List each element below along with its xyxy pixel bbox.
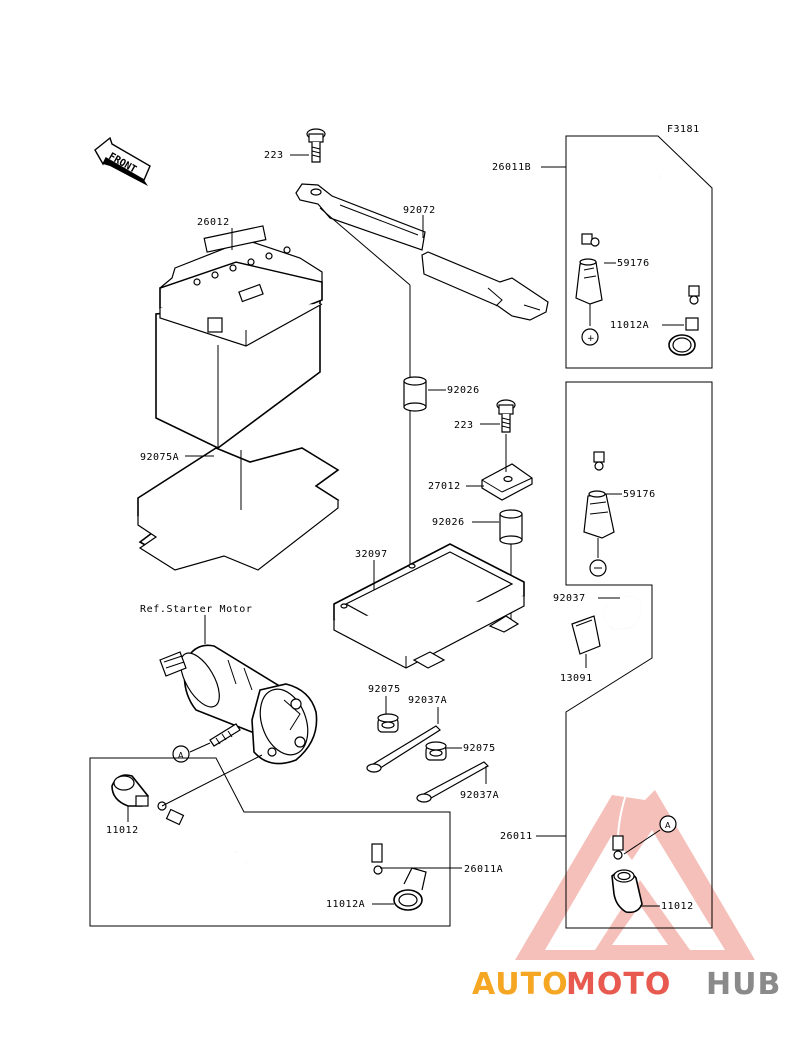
battery-case-32097 — [333, 543, 525, 669]
terminal-cover-59176-top — [575, 258, 603, 305]
battery-lead-26011B — [581, 144, 700, 305]
lead-box-bottom — [89, 757, 451, 927]
band-92037A-a — [366, 725, 441, 773]
band-92037A-b — [416, 761, 489, 803]
pad-13091 — [571, 615, 601, 655]
callout-a-right: A — [623, 815, 677, 855]
watermark-auto: AUTO — [472, 967, 569, 1002]
starter-motor — [159, 644, 318, 765]
label-grommet-a: 92075 — [368, 684, 401, 695]
label-spacer-a: 92026 — [447, 385, 480, 396]
battery-lead-26011A — [157, 801, 383, 879]
label-cap-bottom: 11012A — [326, 899, 365, 910]
callout-a-left: A — [172, 745, 190, 763]
callout-a-left-label: A — [178, 751, 184, 760]
ref-starter-motor: Ref.Starter Motor — [140, 604, 253, 615]
stud-bolt-a — [189, 723, 241, 753]
watermark-hub: HUB — [706, 967, 781, 1002]
terminal-cap-11012-right — [611, 869, 643, 914]
spacer-92026-a — [403, 376, 427, 412]
clamp-92037 — [603, 595, 642, 631]
bolt-223-top — [306, 128, 326, 163]
watermark-logo — [515, 790, 755, 960]
terminal-cap-11012-left — [111, 774, 149, 807]
label-bolt-top: 223 — [264, 150, 284, 161]
label-cap-right: 11012 — [661, 901, 694, 912]
watermark-text: AUTO MOTO HUB — [472, 967, 781, 1002]
plus-marker-top: + — [581, 304, 599, 346]
watermark-moto: MOTO — [566, 967, 671, 1002]
label-cap-left: 11012 — [106, 825, 139, 836]
label-hold-strap: 92072 — [403, 205, 436, 216]
terminal-cap-11012A-top — [668, 317, 699, 356]
spacer-92026-b — [499, 509, 523, 545]
figure-code: F3181 — [667, 124, 700, 135]
label-cover-mid: 59176 — [623, 489, 656, 500]
lead-box-right — [565, 381, 713, 929]
label-cover-top: 59176 — [617, 258, 650, 269]
minus-marker — [589, 538, 607, 577]
label-clamp: 92037 — [553, 593, 586, 604]
terminal-cap-11012A-bottom — [393, 867, 427, 911]
front-arrow-icon: FRONT — [94, 136, 151, 186]
bracket-27012 — [481, 463, 533, 501]
label-cap-top: 11012A — [610, 320, 649, 331]
callout-a-right-label: A — [665, 821, 671, 830]
label-lead-top: 26011B — [492, 162, 531, 173]
grommet-92075-b — [425, 741, 447, 761]
label-lead-bottom: 26011A — [464, 864, 503, 875]
label-band-b: 92037A — [460, 790, 499, 801]
label-bracket: 27012 — [428, 481, 461, 492]
svg-text:+: + — [587, 334, 595, 344]
battery-lead-26011 — [593, 396, 695, 860]
label-battery-case: 32097 — [355, 549, 388, 560]
label-battery-pad: 92075A — [140, 452, 179, 463]
bolt-223-mid — [496, 399, 516, 433]
grommet-92075-a — [377, 713, 399, 733]
label-spacer-b: 92026 — [432, 517, 465, 528]
hold-strap-92072 — [295, 183, 549, 321]
terminal-cover-59176-mid — [583, 490, 615, 539]
label-battery: 26012 — [197, 217, 230, 228]
battery-26012 — [155, 225, 323, 449]
label-band-a: 92037A — [408, 695, 447, 706]
lead-box-top — [565, 135, 713, 369]
label-grommet-b: 92075 — [463, 743, 496, 754]
label-lead-right: 26011 — [500, 831, 533, 842]
battery-pad-92075A — [137, 447, 340, 571]
label-bolt-mid: 223 — [454, 420, 474, 431]
label-pad-small: 13091 — [560, 673, 593, 684]
